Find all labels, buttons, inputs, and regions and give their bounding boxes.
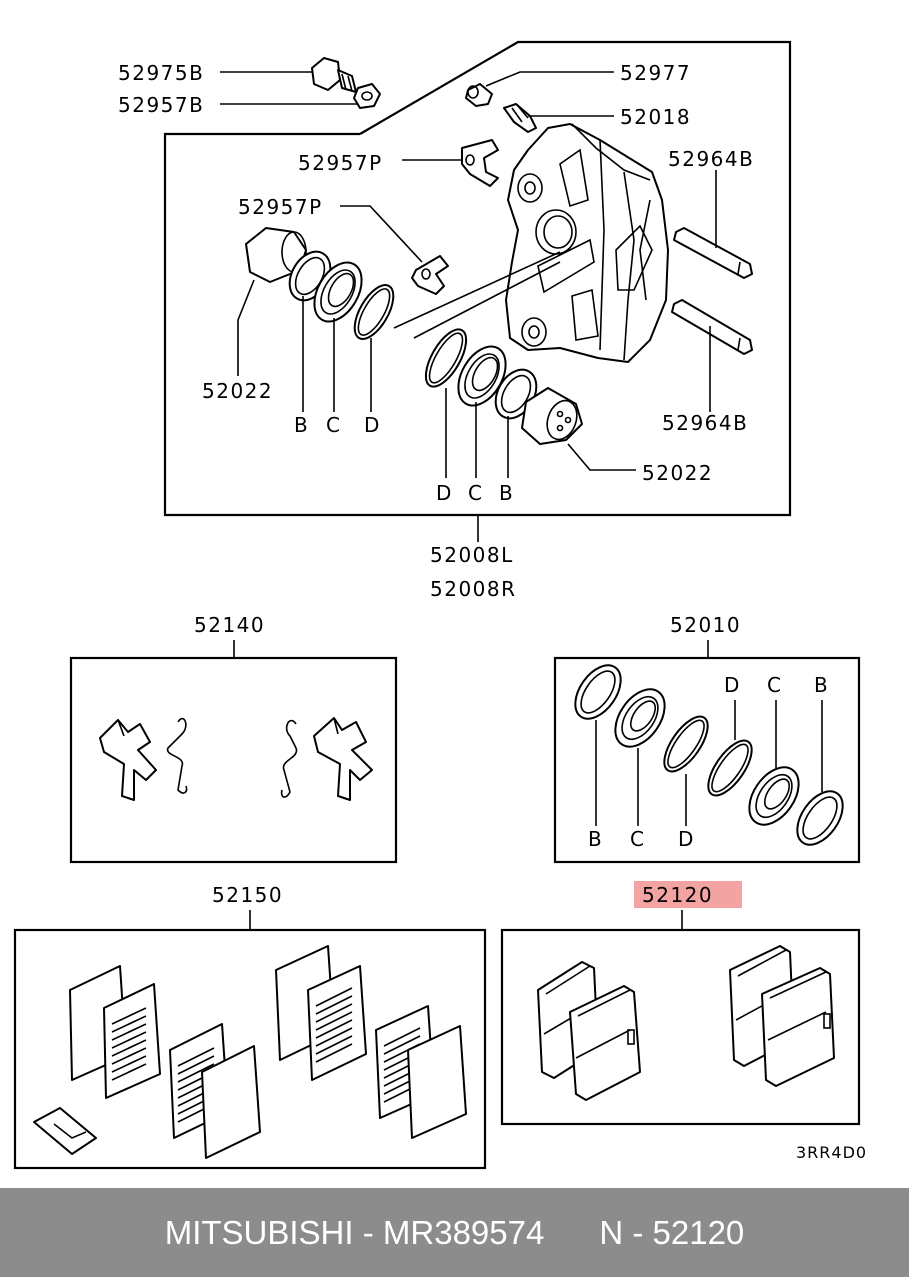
brake-pad-4 bbox=[761, 967, 835, 1087]
callout-bleeder: 52018 bbox=[620, 105, 691, 129]
bleeder-screw-part bbox=[503, 103, 537, 133]
footer-bar: MITSUBISHI - MR389574 N - 52120 bbox=[0, 1188, 909, 1277]
seal-left-c bbox=[313, 261, 363, 323]
kit-letter-c-top: C bbox=[767, 673, 782, 697]
seal-kit-group: 52010 bbox=[553, 613, 861, 864]
shim-slotted-3 bbox=[307, 965, 367, 1081]
callout-cap: 52977 bbox=[620, 61, 691, 85]
reference-code: 3RR4D0 bbox=[796, 1143, 867, 1162]
nut-part bbox=[353, 83, 381, 109]
footer-brand: MITSUBISHI bbox=[164, 1213, 354, 1251]
seal-kit-frame bbox=[553, 656, 861, 864]
pin-lower-part bbox=[671, 299, 753, 355]
callout-piston-left: 52022 bbox=[202, 379, 273, 403]
shim-kit-group: 52150 bbox=[13, 883, 487, 1170]
callout-clip-lower: 52957P bbox=[238, 195, 323, 219]
callout-caliper-left: 52008L bbox=[430, 543, 514, 567]
spring-kit-group: 52140 bbox=[69, 613, 398, 864]
spring-kit-frame bbox=[69, 656, 398, 864]
shim-slotted-1 bbox=[103, 983, 161, 1099]
callout-clip-upper: 52957P bbox=[298, 151, 383, 175]
kit-letter-b-top: B bbox=[814, 673, 829, 697]
callout-bolt: 52975B bbox=[118, 61, 204, 85]
pad-kit-group: 52120 bbox=[500, 881, 861, 1126]
kit-letter-d-top: D bbox=[724, 673, 741, 697]
pad-kit-highlight bbox=[634, 881, 742, 908]
anti-rattle-spring-right bbox=[280, 719, 298, 798]
shim-plain-4 bbox=[407, 1025, 467, 1139]
kit-dust-boot-b2 bbox=[796, 790, 844, 846]
callout-nut: 52957B bbox=[118, 93, 204, 117]
callout-seal-kit: 52010 bbox=[670, 613, 741, 637]
bleeder-cap-part bbox=[465, 83, 493, 107]
bolt-part bbox=[311, 57, 357, 93]
callout-spring-kit: 52140 bbox=[194, 613, 265, 637]
callout-pin-upper: 52964B bbox=[668, 147, 754, 171]
letter-right-b: B bbox=[499, 481, 514, 505]
kit-dust-boot-b1 bbox=[574, 664, 622, 720]
footer-separator: - bbox=[353, 1213, 383, 1251]
clip-lower-part bbox=[411, 255, 449, 295]
clip-upper-part bbox=[461, 139, 499, 187]
callout-pin-lower: 52964B bbox=[662, 411, 748, 435]
caliper-body-part bbox=[505, 123, 669, 363]
kit-letter-b-bottom: B bbox=[588, 827, 603, 851]
callout-caliper-right: 52008R bbox=[430, 577, 517, 601]
brake-pad-2 bbox=[569, 985, 641, 1101]
parts-diagram: 52975B 52957B 52977 52018 52957P 52957P bbox=[13, 40, 867, 1170]
footer-reference: N - 52120 bbox=[599, 1213, 745, 1251]
pad-spring-right bbox=[313, 717, 373, 801]
letter-left-c: C bbox=[326, 413, 341, 437]
callout-shim-kit: 52150 bbox=[212, 883, 283, 907]
caliper-assembly-frame bbox=[163, 40, 792, 517]
letter-right-c: C bbox=[468, 481, 483, 505]
callout-pad-kit: 52120 bbox=[642, 883, 713, 907]
pad-spring-left bbox=[99, 719, 157, 801]
ring-right-d bbox=[424, 328, 468, 388]
kit-seal-c1 bbox=[614, 688, 666, 748]
footer-part-number: MR389574 bbox=[382, 1213, 545, 1251]
callout-piston-right: 52022 bbox=[642, 461, 713, 485]
caliper-assembly-group: 52975B 52957B 52977 52018 52957P 52957P bbox=[118, 40, 792, 601]
shim-plain-2 bbox=[201, 1045, 261, 1159]
kit-letter-c-bottom: C bbox=[630, 827, 645, 851]
anti-rattle-spring-left bbox=[166, 717, 188, 794]
letter-left-d: D bbox=[364, 413, 381, 437]
grease-packet bbox=[33, 1107, 97, 1155]
letter-right-d: D bbox=[436, 481, 453, 505]
pin-upper-part bbox=[673, 227, 753, 279]
kit-ring-d2 bbox=[707, 739, 753, 797]
kit-seal-c2 bbox=[748, 766, 800, 826]
footer-gap bbox=[544, 1214, 599, 1252]
piston-right-part bbox=[521, 387, 583, 445]
kit-ring-d1 bbox=[663, 715, 709, 773]
ring-left-d bbox=[353, 284, 395, 340]
pad-kit-frame bbox=[500, 928, 861, 1126]
shim-kit-frame bbox=[13, 928, 487, 1170]
kit-letter-d-bottom: D bbox=[678, 827, 695, 851]
letter-left-b: B bbox=[294, 413, 309, 437]
